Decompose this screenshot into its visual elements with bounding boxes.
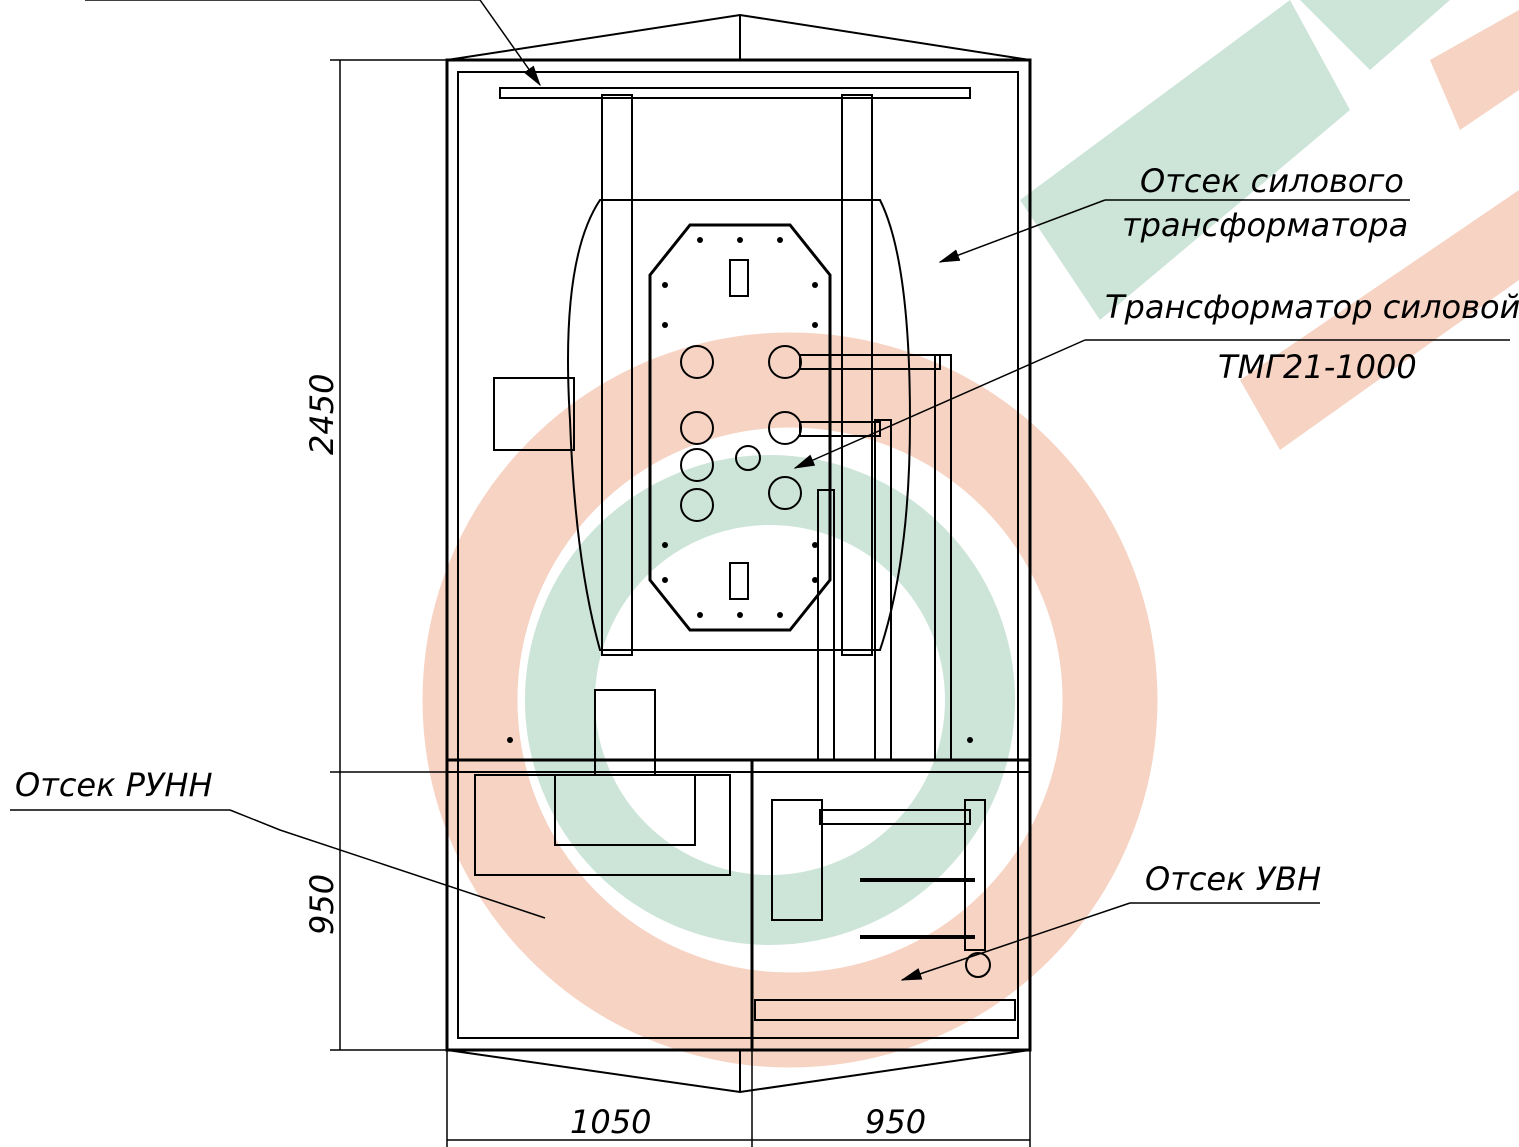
dim-width-right: 950 (865, 1103, 926, 1141)
housing (445, 13, 1032, 1094)
label-hv-compartment: Отсек УВН (1145, 860, 1321, 898)
dim-height-lower: 950 (303, 874, 341, 935)
watermark-orange-band (1240, 190, 1519, 450)
leader-lines (10, 0, 1510, 981)
label-lv-compartment: Отсек РУНН (15, 766, 213, 804)
label-transformer-line2: ТМГ21-1000 (1218, 348, 1417, 386)
lv-compartment-equipment (474, 689, 731, 876)
transformer-tmg21 (493, 87, 971, 761)
watermark-logo (422, 0, 1519, 1068)
watermark-orange-band-2 (1430, 10, 1519, 130)
watermark-green-band (1020, 0, 1350, 320)
dim-width-left: 1050 (570, 1103, 651, 1141)
label-transformer-compartment-line2: трансформатора (1122, 206, 1408, 244)
label-transformer-line1: Трансформатор силовой (1105, 288, 1519, 326)
transformer-bolts (507, 237, 973, 743)
watermark-green-band-2 (1300, 0, 1450, 70)
watermark-inner-ring (525, 455, 1015, 945)
hv-compartment-equipment (754, 799, 1016, 1021)
dimension-lines (330, 59, 1031, 1147)
dim-height-upper: 2450 (303, 374, 341, 455)
label-transformer-compartment-line1: Отсек силового (1140, 162, 1404, 200)
